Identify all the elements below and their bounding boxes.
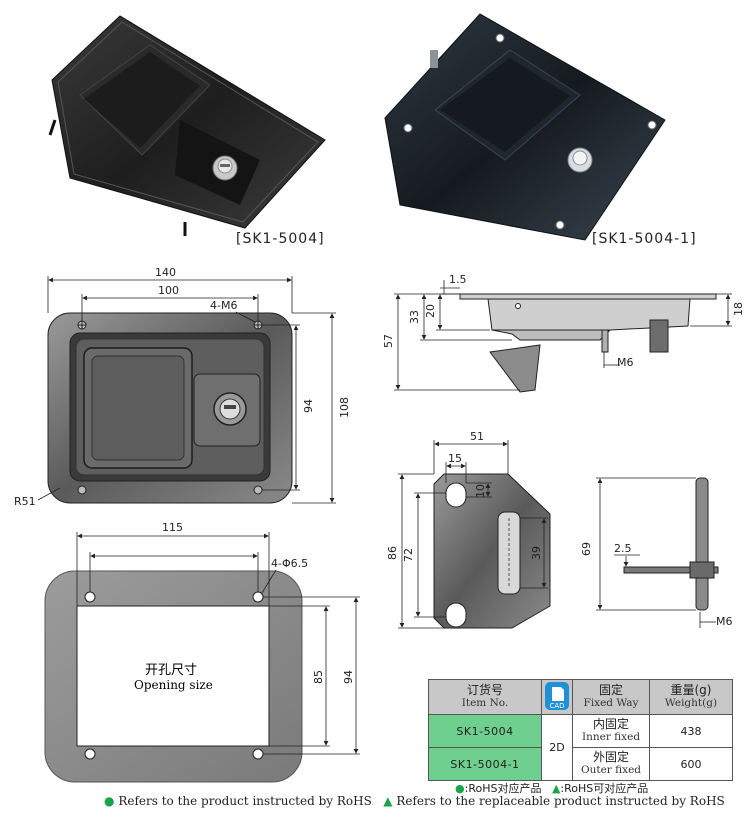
green-dot-icon: ● [455, 782, 465, 795]
weight-cell: 600 [649, 747, 733, 781]
dim-side-m6: M6 [617, 356, 634, 369]
legend-rohs-en: Refers to the product instructed by RoHS [118, 794, 372, 808]
legend-en: ● Refers to the product instructed by Ro… [104, 794, 725, 808]
handle-dimensions [398, 440, 548, 629]
green-dot-icon: ● [104, 794, 115, 808]
dim-86: 86 [386, 546, 399, 560]
dim-140: 140 [155, 266, 176, 279]
cutout-dimensions [76, 532, 360, 755]
item-no-cell: SK1-5004 [428, 714, 542, 748]
photo-sk1-5004-1 [384, 13, 666, 241]
fixed-way-cell: 内固定 Inner fixed [572, 714, 650, 748]
product-table: 订货号 Item No. CAD 固定 Fixed Way 重量(g) Weig… [428, 679, 733, 781]
dim-15: 15 [448, 452, 462, 465]
dim-94: 94 [302, 399, 315, 413]
dim-r51: R51 [14, 495, 36, 508]
dim-cut-94: 94 [342, 670, 355, 684]
bolt-dimensions [596, 477, 716, 628]
legend-zh: ●:RoHS对应产品 ▲:RoHS可对应产品 [455, 780, 648, 796]
fixed-2d-cell: 2D [541, 714, 573, 781]
green-triangle-icon: ▲ [551, 782, 561, 795]
dim-85: 85 [312, 670, 325, 684]
svg-text:CAD: CAD [549, 702, 564, 710]
dim-72: 72 [402, 548, 415, 562]
dim-115: 115 [162, 521, 183, 534]
table-row: SK1-5004 2D 内固定 Inner fixed 438 [428, 714, 733, 781]
legend-rohs-zh: :RoHS对应产品 [464, 782, 542, 795]
dim-57: 57 [382, 334, 395, 348]
table-header-row: 订货号 Item No. CAD 固定 Fixed Way 重量(g) Weig… [428, 679, 733, 715]
cad-icon: CAD [545, 681, 569, 710]
opening-size-label-en: Opening size [134, 678, 213, 692]
bolt-view [623, 477, 719, 611]
header-cad: CAD [541, 679, 573, 715]
dim-4-m6: 4-M6 [210, 299, 237, 312]
photo-left-caption: [SK1-5004] [236, 231, 325, 247]
dim-4-phi-6-5: 4-Φ6.5 [271, 557, 308, 570]
dim-51: 51 [470, 430, 484, 443]
table-row: SK1-5004-1 外固定 Outer fixed 600 [428, 747, 733, 781]
dim-bolt-m6: M6 [716, 615, 733, 628]
dim-100: 100 [158, 284, 179, 297]
dim-39: 39 [530, 546, 543, 560]
weight-cell: 438 [649, 714, 733, 748]
dim-1-5: 1.5 [449, 273, 467, 286]
dim-2-5: 2.5 [614, 542, 632, 555]
green-triangle-icon: ▲ [383, 794, 393, 808]
header-fixed-way: 固定 Fixed Way [572, 679, 650, 715]
header-weight: 重量(g) Weight(g) [649, 679, 733, 715]
photo-right-caption: [SK1-5004-1] [592, 231, 697, 247]
dim-108: 108 [338, 397, 351, 418]
opening-size-label-zh: 开孔尺寸 [145, 663, 197, 678]
item-no-cell: SK1-5004-1 [428, 747, 542, 781]
dim-10: 10 [474, 484, 487, 498]
front-dimensions [37, 276, 336, 504]
legend-replace-zh: :RoHS可对应产品 [560, 782, 649, 795]
dim-69: 69 [580, 542, 593, 556]
front-view [47, 312, 293, 504]
dim-18: 18 [732, 302, 745, 316]
side-view [459, 293, 717, 393]
side-dimensions [394, 280, 732, 391]
dim-20: 20 [424, 304, 437, 318]
fixed-way-cell: 外固定 Outer fixed [572, 747, 650, 781]
cutout-view [44, 570, 303, 783]
photo-sk1-5004 [48, 15, 326, 236]
legend-replace-en: Refers to the replaceable product instru… [396, 794, 725, 808]
handle-view [433, 473, 551, 629]
header-item-no: 订货号 Item No. [428, 679, 542, 715]
dim-33: 33 [408, 310, 421, 324]
